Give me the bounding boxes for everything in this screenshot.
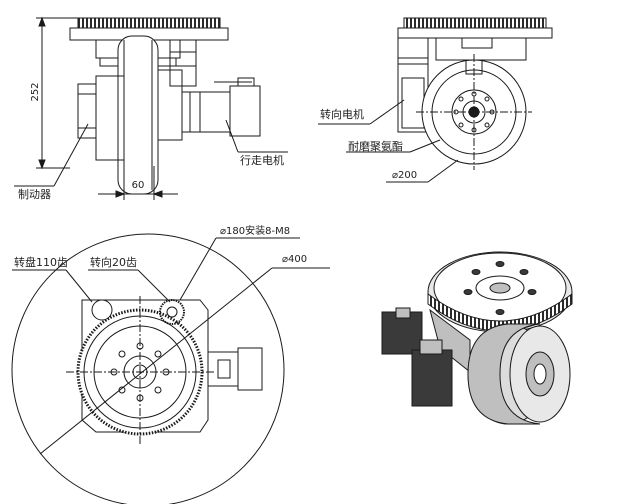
dim-252-label: 252 [30, 82, 41, 101]
label-steering-gear: 转向20齿 [90, 255, 137, 269]
front-view [318, 17, 553, 183]
dim-200-label: ⌀200 [392, 170, 417, 181]
label-turntable: 转盘110齿 [14, 255, 68, 269]
label-steering-motor: 转向电机 [320, 107, 364, 121]
brake-block [77, 83, 97, 139]
turntable-gear [77, 17, 221, 29]
label-brake: 制动器 [18, 188, 51, 201]
steering-gear [159, 299, 185, 325]
isometric-view [381, 251, 573, 425]
drive-motor-body [181, 91, 231, 133]
top-view [11, 233, 330, 504]
dim-60-label: 60 [132, 180, 145, 191]
side-view [14, 16, 288, 200]
label-pu-tire: 耐磨聚氨酯 [348, 140, 403, 153]
dim-180-label: ⌀180安装8-M8 [220, 224, 290, 237]
dim-400-label: ⌀400 [282, 254, 307, 265]
label-drive-motor: 行走电机 [240, 153, 284, 167]
drive-motor-cap [229, 85, 261, 137]
steering-motor [397, 37, 429, 133]
outer-circle-400 [11, 233, 285, 504]
